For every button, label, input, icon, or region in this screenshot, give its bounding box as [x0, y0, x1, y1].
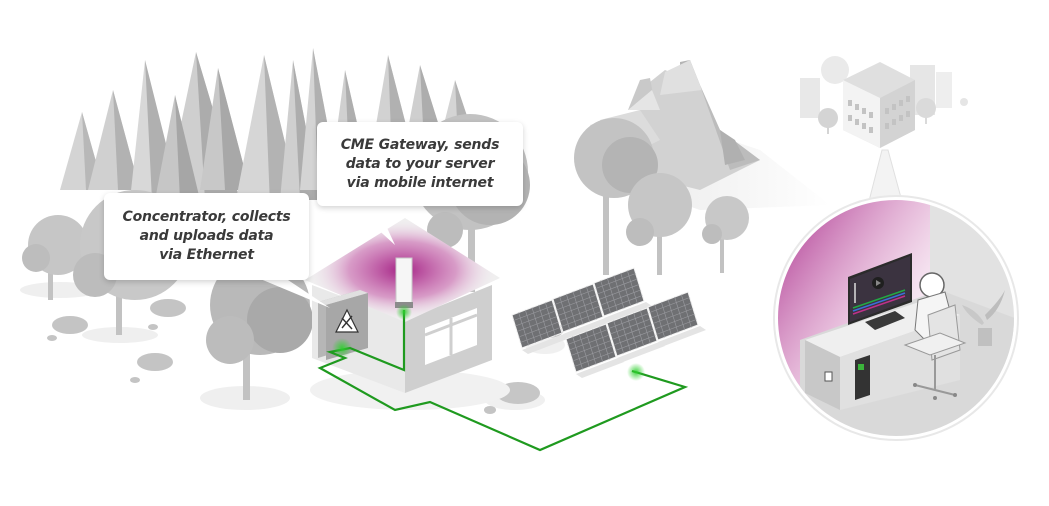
solar-array: [511, 267, 706, 378]
concentrator-callout-line-2: and uploads data: [139, 228, 274, 244]
solar-panel-base: [658, 326, 706, 346]
gateway-callout-pointer: [350, 204, 395, 245]
gateway-callout: CME Gateway, sends data to your server v…: [317, 122, 523, 206]
solar-panel-base: [563, 318, 611, 338]
server-room-vignette: [773, 195, 1019, 441]
solar-cell-gridline: [595, 273, 636, 289]
solar-cell-gridline: [554, 289, 595, 305]
gateway-callout-line-1: CME Gateway, sends: [340, 136, 500, 153]
solar-cell-gridline: [513, 305, 554, 321]
potted-plant: [962, 290, 1005, 346]
office-building: [800, 56, 968, 148]
solar-panel-base: [617, 342, 665, 362]
warning-tools-icon: [335, 308, 359, 333]
solar-panel-base: [604, 302, 652, 322]
gateway-callout-line-3: via mobile internet: [346, 174, 494, 191]
concentrator-callout-line-1: Concentrator, collects: [122, 209, 291, 225]
concentrator-callout: Concentrator, collects and uploads data …: [104, 193, 309, 280]
ethernet-wire: [317, 304, 689, 452]
solar-panel-base: [576, 358, 624, 378]
concentrator-callout-pointer: [258, 278, 330, 308]
concentrator-callout-line-3: via Ethernet: [159, 247, 254, 263]
solar-cell-gridline: [649, 297, 690, 313]
solar-cell-gridline: [567, 329, 608, 345]
solar-cell-gridline: [608, 313, 649, 329]
equipment-hut: [305, 218, 510, 410]
solar-panel-base: [522, 334, 570, 354]
small-socket: [824, 371, 833, 382]
cme-gateway-device: [395, 257, 413, 307]
gateway-callout-line-2: data to your server: [345, 155, 495, 172]
